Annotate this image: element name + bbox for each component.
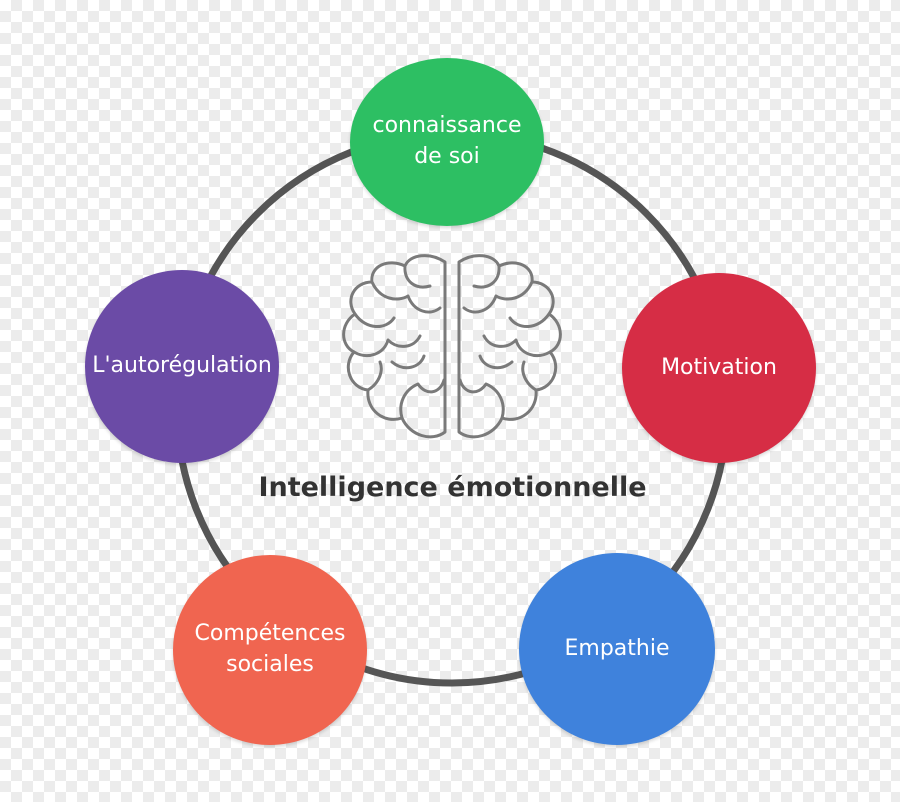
node-empathie: Empathie	[519, 553, 715, 745]
node-connaissance-de-soi: connaissance de soi	[350, 58, 544, 226]
brain-icon	[342, 254, 562, 439]
node-motivation: Motivation	[622, 273, 816, 463]
node-competences-sociales: Compétences sociales	[173, 555, 367, 745]
node-autoregulation: L'autorégulation	[85, 270, 279, 463]
diagram-title: Intelligence émotionnelle	[258, 472, 647, 503]
